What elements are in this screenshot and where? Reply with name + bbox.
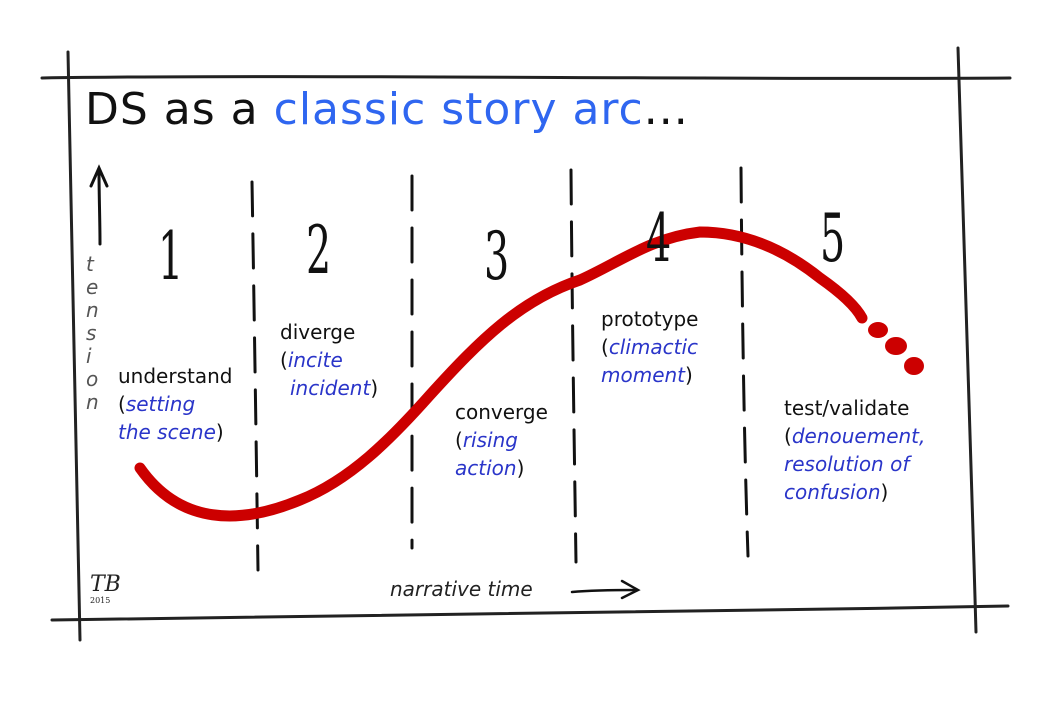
story-term: confusion <box>784 480 881 504</box>
paren-open: ( <box>601 335 609 359</box>
time-arrow <box>570 579 641 600</box>
story-term: denouement, <box>791 424 926 448</box>
phase-number: 3 <box>484 218 510 295</box>
paren-open: ( <box>784 424 792 448</box>
frame-right <box>956 46 978 634</box>
paren-close: ) <box>370 376 379 400</box>
story-arc-curve <box>134 226 868 522</box>
x-axis-label: narrative time <box>390 577 533 601</box>
signature: TB 2015 <box>90 574 121 606</box>
phase-name: understand <box>118 364 233 388</box>
frame-bottom <box>50 604 1010 622</box>
frame <box>40 46 1012 642</box>
arc-trailing-dot <box>904 357 924 375</box>
phase-name: test/validate <box>784 396 910 420</box>
story-arc-trailing-dots <box>868 322 924 375</box>
story-term: action <box>455 456 517 480</box>
separator-4 <box>739 166 750 558</box>
y-axis-letter: o <box>86 367 99 391</box>
paren-close: ) <box>880 480 889 504</box>
title-accent: classic story arc <box>273 84 644 135</box>
arc-trailing-dot <box>885 337 907 355</box>
title-prefix: DS as a <box>85 84 274 135</box>
phase-name: prototype <box>601 307 699 331</box>
y-axis-letter: t <box>86 252 94 276</box>
paren-open: ( <box>280 348 288 372</box>
story-arc <box>134 226 924 522</box>
story-term: incident <box>290 376 371 400</box>
phase-number: 5 <box>820 200 846 277</box>
story-term: rising <box>462 428 518 452</box>
paren-close: ) <box>516 456 525 480</box>
story-term: climactic <box>608 335 699 359</box>
tension-arrow <box>89 164 109 246</box>
paren-open: ( <box>455 428 463 452</box>
phase-number: 4 <box>646 200 672 277</box>
title-suffix: ... <box>643 84 689 135</box>
phase-3-label: converge (rising action) <box>455 398 548 482</box>
paren-open: ( <box>118 392 126 416</box>
story-term: moment <box>601 363 686 387</box>
phase-2-label: diverge (incite incident) <box>280 318 378 402</box>
paren-close: ) <box>685 363 693 387</box>
frame-left <box>66 50 82 642</box>
phase-name: diverge <box>280 320 356 344</box>
y-axis-letter: n <box>86 298 99 322</box>
phase-4-label: prototype (climactic moment) <box>601 305 698 389</box>
story-term: the scene <box>118 420 216 444</box>
signature-initials: TB <box>90 572 121 597</box>
story-term: resolution of <box>784 452 910 476</box>
frame-top <box>40 75 1012 80</box>
y-axis-letter: i <box>86 344 92 368</box>
phase-1-label: understand (setting the scene) <box>118 362 232 446</box>
phase-name: converge <box>455 400 548 424</box>
y-axis-letter: e <box>86 275 99 299</box>
phase-number: 2 <box>306 212 332 289</box>
story-term: setting <box>125 392 196 416</box>
arc-trailing-dot <box>868 322 888 338</box>
y-axis-letter: s <box>86 321 97 345</box>
phase-5-label: test/validate (denouement, resolution of… <box>784 394 925 506</box>
paren-close: ) <box>215 420 224 444</box>
diagram-title: DS as a classic story arc... <box>85 84 689 135</box>
y-axis-letter: n <box>86 390 99 414</box>
separator-3 <box>569 168 578 564</box>
signature-year: 2015 <box>90 596 111 605</box>
phase-number: 1 <box>158 218 184 295</box>
story-term: incite <box>287 348 343 372</box>
